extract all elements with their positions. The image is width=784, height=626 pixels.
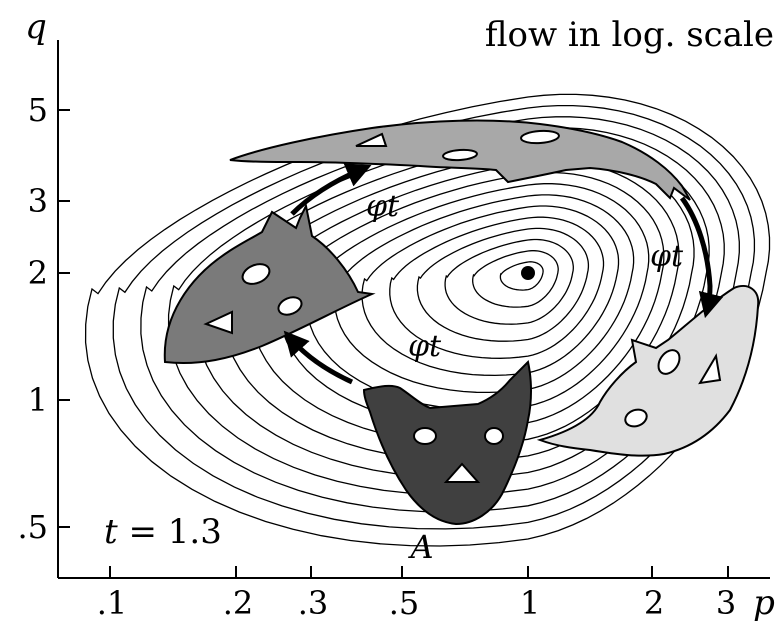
x-axis-name: p [753, 583, 775, 623]
level-curve [140, 116, 740, 513]
cat-eye [624, 408, 648, 428]
flow-arrow [290, 163, 372, 216]
level-curve [361, 205, 620, 377]
cat-eye [484, 427, 504, 445]
x-tick-label: .2 [223, 584, 254, 622]
flow-label: φt [650, 239, 684, 274]
cat-eye [520, 129, 560, 145]
level-curve [472, 250, 559, 308]
flow-arrow [679, 196, 724, 319]
cat-shape-step1 [163, 202, 376, 365]
y-tick-label: 3 [28, 182, 48, 220]
y-tick-label: 5 [28, 91, 48, 129]
cat-mouth [443, 462, 481, 483]
point-label: A [407, 528, 433, 566]
equilibrium-point [521, 266, 535, 280]
level-curve [333, 194, 635, 394]
y-tick-label: 1 [28, 381, 48, 419]
flow-arrow [283, 330, 354, 385]
axes: 5 3 2 1 .5 .1 .2 .3 .5 1 2 3 q p [17, 7, 774, 623]
level-curve [444, 238, 574, 325]
x-tick-label: .3 [298, 584, 329, 622]
level-curve [416, 227, 590, 342]
level-curve [389, 216, 605, 359]
diagram-title: flow in log. scale [485, 15, 774, 55]
level-curve [112, 104, 756, 530]
level-curve [499, 261, 544, 291]
cat-eye [277, 296, 303, 316]
flow-label: φt [408, 329, 442, 364]
x-tick-label: .5 [389, 584, 420, 622]
cat-eye [241, 263, 271, 285]
x-tick-label: 1 [520, 584, 540, 622]
cat-shape-step3 [536, 285, 760, 457]
cat-mouth [355, 132, 388, 147]
x-tick-label: 2 [644, 584, 664, 622]
cat-eye [413, 427, 437, 445]
x-tick-label: .1 [97, 584, 128, 622]
cat-shape-initial [362, 360, 532, 526]
x-tick-label: 3 [716, 584, 736, 622]
y-axis-name: q [25, 7, 47, 47]
cat-eye [657, 349, 681, 375]
cat-body [362, 360, 532, 526]
flow-arrows [283, 163, 724, 385]
cat-eye [442, 148, 478, 162]
cat-mouth [698, 353, 722, 385]
level-curve [84, 93, 771, 547]
cat-body [163, 202, 376, 365]
y-tick-label: 2 [28, 254, 48, 292]
time-value: = 1.3 [118, 512, 222, 552]
cat-body [536, 285, 760, 457]
time-variable: t [104, 512, 118, 552]
cat-shape-step2 [229, 119, 691, 201]
cat-mouth [203, 310, 233, 335]
time-label: t = 1.3 [104, 512, 222, 552]
flow-label: φt [366, 189, 400, 224]
y-tick-label: .5 [17, 508, 48, 546]
